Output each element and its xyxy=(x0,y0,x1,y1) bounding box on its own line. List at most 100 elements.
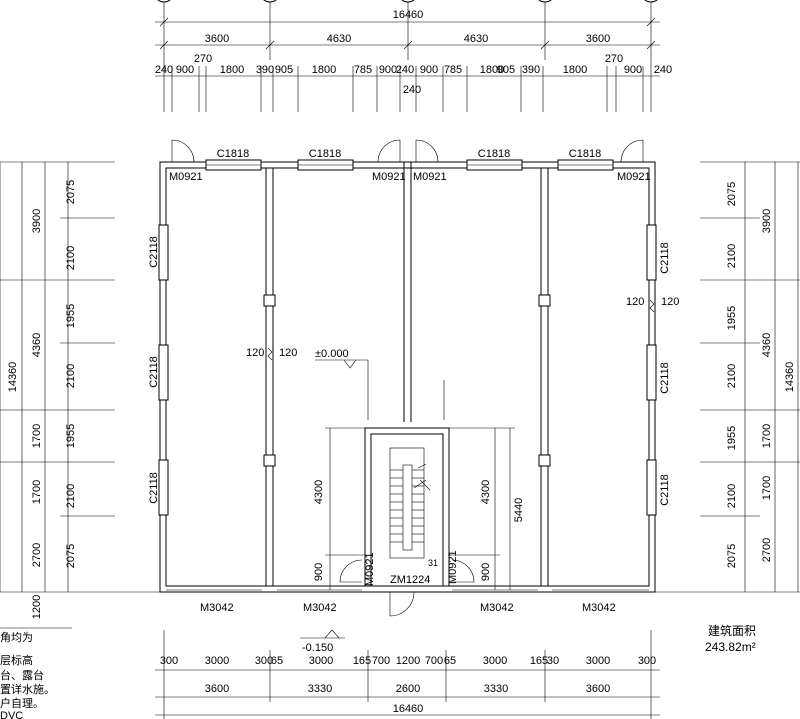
dim-detail-top-extra: 240 xyxy=(403,84,421,96)
dim-detail-bottom: 3000 xyxy=(483,655,507,667)
dim-bay-bottom: 2600 xyxy=(396,683,420,695)
dim-side: 1700 xyxy=(761,424,773,448)
dim-detail-top: 900 xyxy=(379,64,397,76)
dim-side: 2700 xyxy=(31,543,43,567)
dim-side: 1700 xyxy=(761,476,773,500)
door-label: M0921 xyxy=(617,171,651,183)
dim-detail-bottom: 65 xyxy=(271,655,283,667)
dim-detail-top: 390 xyxy=(256,64,274,76)
outside-elevation: -0.150 xyxy=(300,629,345,654)
note-line: 台、露台 xyxy=(0,668,44,682)
offset-label: 120 xyxy=(279,347,297,359)
dim-side: 1955 xyxy=(65,304,77,328)
dim-side: 2075 xyxy=(726,182,738,206)
dim-bay-bottom: 3330 xyxy=(484,683,508,695)
dim-side: 2100 xyxy=(726,244,738,268)
dim-side: 3900 xyxy=(761,209,773,233)
door-label: M0921 xyxy=(413,171,447,183)
window-label: C1818 xyxy=(478,148,510,160)
dim-detail-top: 900 xyxy=(624,64,642,76)
dim-side: 4360 xyxy=(761,333,773,357)
window-label: C2118 xyxy=(659,362,671,394)
dim-side: 2075 xyxy=(726,544,738,568)
dim-bay-bottom: 3330 xyxy=(308,683,332,695)
dim-bay-top: 4630 xyxy=(327,33,351,45)
dim-detail-top: 905 xyxy=(275,64,293,76)
dim-side: 4360 xyxy=(31,333,43,357)
dim-side: 1700 xyxy=(31,480,43,504)
elevation-label: ±0.000 xyxy=(315,348,349,360)
dim-detail-top: 900 xyxy=(420,64,438,76)
area-value: 243.82m² xyxy=(705,640,756,654)
note-line: 置详水施。 xyxy=(0,682,55,696)
dim-detail-bottom: 30 xyxy=(547,655,559,667)
dim-bay-top: 3600 xyxy=(586,33,610,45)
dim-detail-bottom: 700 xyxy=(425,655,443,667)
door-label: M3042 xyxy=(200,602,234,614)
dim-detail-top: 1800 xyxy=(480,64,504,76)
dim-detail-top: 270 xyxy=(605,53,623,65)
dim-detail-bottom: 65 xyxy=(444,655,456,667)
front-doors: M3042 M3042 M3042 M3042 xyxy=(166,589,649,614)
stair-dim: 900 xyxy=(313,563,325,581)
dim-detail-bottom: 300 xyxy=(160,655,178,667)
dim-detail-bottom: 3000 xyxy=(586,655,610,667)
dim-side: 3900 xyxy=(31,209,43,233)
window-label: C1818 xyxy=(217,148,249,160)
dim-detail-bottom: 3000 xyxy=(309,655,333,667)
door-label: M0921 xyxy=(364,552,376,586)
dim-side: 2700 xyxy=(761,538,773,562)
dim-detail-top: 900 xyxy=(176,64,194,76)
dim-detail-top: 1800 xyxy=(563,64,587,76)
dim-side: 1200 xyxy=(31,595,43,619)
dim-detail-top: 240 xyxy=(654,64,672,76)
dim-detail-top: 905 xyxy=(497,64,515,76)
left-dimensions: 14360 3900 4360 1700 1700 2700 2075 2100… xyxy=(0,161,115,619)
window-label: C1818 xyxy=(569,148,601,160)
dim-side: 2075 xyxy=(65,544,77,568)
area-label: 建筑面积 xyxy=(708,623,756,638)
notes-block: 角均为 层标高 台、露台 置详水施。 户自理。 DVC xyxy=(0,627,72,719)
dim-side: 14360 xyxy=(7,362,19,393)
note-line: 户自理。 xyxy=(0,696,44,710)
window-label: C2118 xyxy=(148,472,160,504)
building-walls xyxy=(0,161,800,593)
dim-detail-top: 240 xyxy=(396,64,414,76)
door-label: M0921 xyxy=(169,171,203,183)
axis-markers-top xyxy=(157,0,658,60)
offset-label: 120 xyxy=(626,296,644,308)
elevation-label: -0.150 xyxy=(302,642,333,654)
window-label: C2118 xyxy=(659,242,671,274)
dim-side: 1955 xyxy=(726,306,738,330)
door-label: M0921 xyxy=(447,550,459,584)
dim-side: 2100 xyxy=(726,364,738,388)
offset-label: 120 xyxy=(661,296,679,308)
right-dimensions: 14360 3900 4360 1700 1700 2700 2075 2100… xyxy=(700,161,800,592)
area-block: 建筑面积 243.82m² xyxy=(705,623,756,654)
dim-side: 2100 xyxy=(65,246,77,270)
dim-detail-top: 270 xyxy=(194,53,212,65)
dim-side: 2100 xyxy=(726,484,738,508)
dim-side: 2100 xyxy=(65,484,77,508)
window-label: C2118 xyxy=(148,356,160,388)
dim-bay-bottom: 3600 xyxy=(586,683,610,695)
stair-dim: 5440 xyxy=(513,498,525,522)
stair-core: 31 M0921 M0921 ZM1224 xyxy=(339,427,475,617)
dim-side: 2100 xyxy=(65,364,77,388)
dim-detail-top: 1800 xyxy=(312,64,336,76)
dim-side: 14360 xyxy=(784,362,796,393)
dim-detail-top: 785 xyxy=(444,64,462,76)
door-label: ZM1224 xyxy=(390,574,430,586)
door-label: M3042 xyxy=(303,602,337,614)
dim-detail-top: 785 xyxy=(354,64,372,76)
stair-dim: 4300 xyxy=(480,480,492,504)
door-label: M3042 xyxy=(582,602,616,614)
dim-bay-top: 3600 xyxy=(205,33,229,45)
dim-detail-bottom: 1200 xyxy=(396,655,420,667)
stair-step-label: 31 xyxy=(428,558,438,568)
window-label: C2118 xyxy=(659,474,671,506)
window-label: C1818 xyxy=(309,148,341,160)
door-label: M3042 xyxy=(480,602,514,614)
dim-total-bottom: 16460 xyxy=(393,703,424,715)
window-label: C2118 xyxy=(148,236,160,268)
